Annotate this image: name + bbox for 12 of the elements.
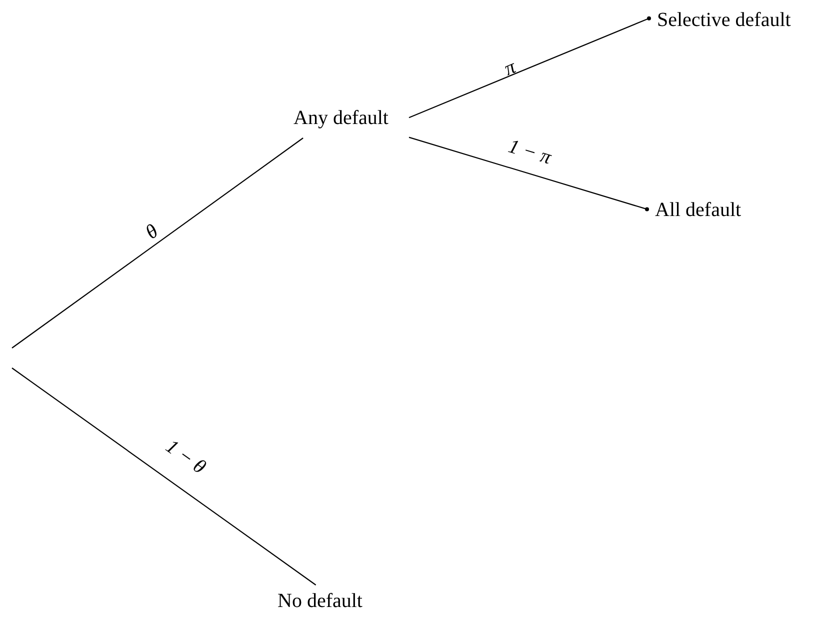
- edge-label: 1 − θ: [162, 436, 209, 478]
- branch-line: [408, 136, 649, 212]
- edge-label: 1 − π: [506, 136, 554, 168]
- node-label: All default: [655, 198, 742, 222]
- node-label: Selective default: [657, 8, 791, 32]
- edge-label: θ: [142, 221, 162, 243]
- tree-branch-line: [12, 138, 304, 348]
- node-label: No default: [278, 590, 362, 612]
- edge-label: π: [502, 56, 518, 80]
- tree-branch-line: [12, 368, 316, 586]
- branch-line: [408, 16, 651, 118]
- node-label: Any default: [294, 106, 388, 130]
